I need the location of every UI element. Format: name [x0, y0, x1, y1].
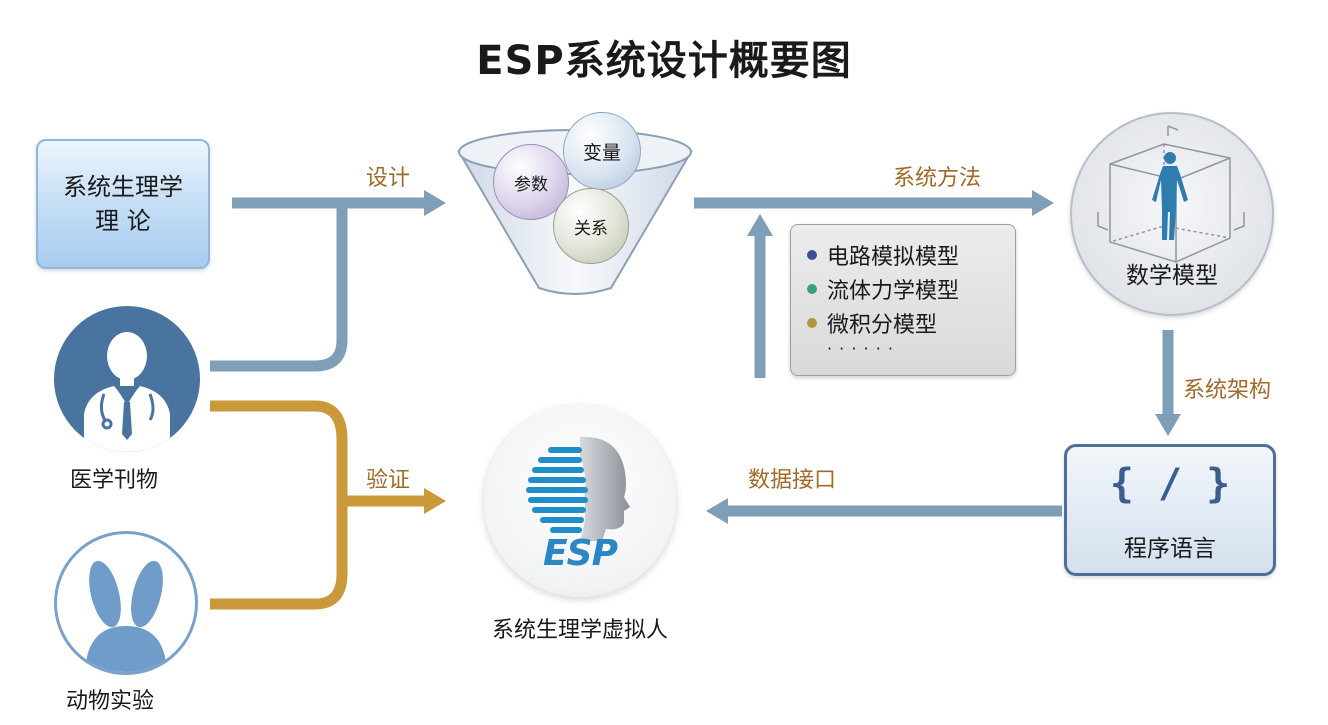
system-arch-label: 系统架构	[1183, 378, 1272, 403]
legend-item: 电路模拟模型	[807, 239, 959, 271]
esp-label: 系统生理学虚拟人	[491, 618, 668, 643]
journal-label: 医学刊物	[70, 468, 159, 493]
verify-connector	[210, 400, 446, 610]
journal-design-connector	[210, 203, 348, 372]
math-model-circle: 数学模型	[1070, 112, 1274, 316]
design-label: 设计	[366, 166, 411, 191]
ball-variable: 变量	[563, 112, 641, 190]
theory-line1: 系统生理学	[63, 173, 183, 201]
legend-more: · · · · · ·	[827, 339, 894, 358]
esp-logo-text: ESP	[543, 533, 618, 574]
ball-variable-label: 变量	[582, 141, 621, 164]
program-language-box: { / } 程序语言	[1064, 444, 1276, 576]
code-braces-icon: { / }	[1109, 461, 1231, 507]
legend-item: 流体力学模型	[807, 273, 959, 305]
ball-relation-label: 关系	[574, 218, 608, 239]
math-model-label: 数学模型	[1126, 263, 1218, 289]
theory-box: 系统生理学 理 论	[36, 139, 210, 269]
design-arrow	[232, 190, 446, 216]
model-types-box: 电路模拟模型 流体力学模型 微积分模型 · · · · · ·	[790, 224, 1016, 376]
human-cube-icon	[1097, 125, 1245, 263]
data-interface-arrow	[706, 498, 1062, 524]
ball-parameter-label: 参数	[514, 174, 548, 195]
system-method-label: 系统方法	[893, 166, 982, 191]
ball-parameter: 参数	[493, 144, 569, 220]
legend-item-label: 电路模拟模型	[827, 245, 960, 270]
legend-item: 微积分模型	[807, 307, 937, 339]
theory-line2: 理 论	[95, 207, 151, 235]
animal-label: 动物实验	[66, 689, 155, 714]
legend-dot	[807, 318, 817, 328]
legend-dot	[807, 250, 817, 260]
ball-relation: 关系	[553, 188, 629, 264]
funnel-graphic: 变量 参数 关系	[455, 112, 695, 300]
esp-logo-circle: ESP	[484, 405, 676, 597]
rabbit-icon	[54, 531, 198, 675]
legend-item-label: 微积分模型	[827, 313, 938, 338]
verify-label: 验证	[366, 468, 411, 493]
system-arch-arrow	[1155, 330, 1181, 436]
system-method-arrow	[694, 190, 1054, 216]
data-interface-label: 数据接口	[748, 468, 837, 493]
page-title: ESP系统设计概要图	[476, 38, 852, 84]
legend-dot	[807, 284, 817, 294]
program-language-label: 程序语言	[1124, 536, 1216, 562]
models-up-arrow	[747, 214, 773, 378]
legend-item-label: 流体力学模型	[827, 279, 960, 304]
doctor-icon	[54, 306, 200, 452]
esp-face-icon	[526, 436, 630, 541]
